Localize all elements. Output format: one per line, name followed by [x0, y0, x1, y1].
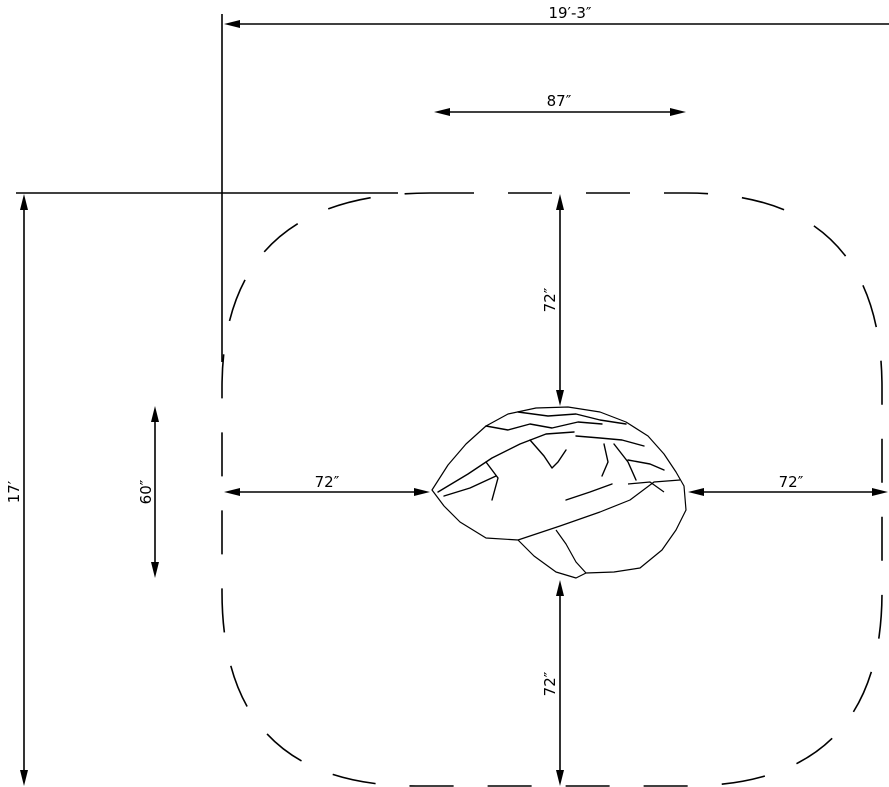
arrowhead	[556, 390, 564, 406]
boulder-crack	[485, 421, 603, 431]
left-clearance-dimension: 72″	[224, 473, 430, 496]
boulder-crack	[613, 443, 637, 481]
arrowhead	[434, 108, 450, 116]
boulder-crack	[575, 435, 645, 447]
overall-width-dimension: 19′-3″	[224, 4, 889, 28]
top-clearance-label: 72″	[541, 287, 559, 312]
arrowhead	[20, 194, 28, 210]
object-length-dimension: 87″	[434, 92, 686, 116]
arrowhead	[414, 488, 430, 496]
bottom-clearance-label: 72″	[541, 671, 559, 696]
arrowhead	[20, 770, 28, 786]
boulder-crack	[517, 411, 627, 425]
object-width-dimension: 60″	[137, 406, 159, 578]
boulder-crack	[437, 431, 575, 493]
overall-depth-label: 17′	[5, 480, 23, 503]
boulder-crack	[627, 459, 665, 471]
object-width-label: 60″	[137, 479, 155, 504]
arrowhead	[670, 108, 686, 116]
boulder-crack	[485, 461, 499, 501]
boulder-lower-facet	[627, 481, 665, 493]
boulder-crack	[529, 439, 567, 469]
object-length-label: 87″	[547, 92, 572, 110]
left-clearance-label: 72″	[315, 473, 340, 491]
boulder-icon	[431, 406, 687, 579]
top-clearance-dimension: 72″	[541, 194, 564, 406]
arrowhead	[224, 20, 240, 28]
overall-depth-dimension: 17′	[5, 194, 28, 786]
use-zone-boundary	[221, 192, 883, 787]
bottom-clearance-dimension: 72″	[541, 580, 564, 786]
right-clearance-label: 72″	[779, 473, 804, 491]
extension-lines	[16, 14, 398, 362]
boulder-lower-facet	[555, 529, 587, 574]
arrowhead	[556, 580, 564, 596]
arrowhead	[872, 488, 888, 496]
overall-width-label: 19′-3″	[548, 4, 591, 22]
arrowhead	[224, 488, 240, 496]
boulder-crack	[601, 443, 609, 477]
boulder-crack	[565, 483, 613, 501]
boulder-lower-facet	[517, 479, 681, 541]
arrowhead	[151, 562, 159, 578]
arrowhead	[556, 770, 564, 786]
arrowhead	[151, 406, 159, 422]
arrowhead	[688, 488, 704, 496]
boulder-crack	[443, 475, 497, 497]
arrowhead	[556, 194, 564, 210]
right-clearance-dimension: 72″	[688, 473, 888, 496]
